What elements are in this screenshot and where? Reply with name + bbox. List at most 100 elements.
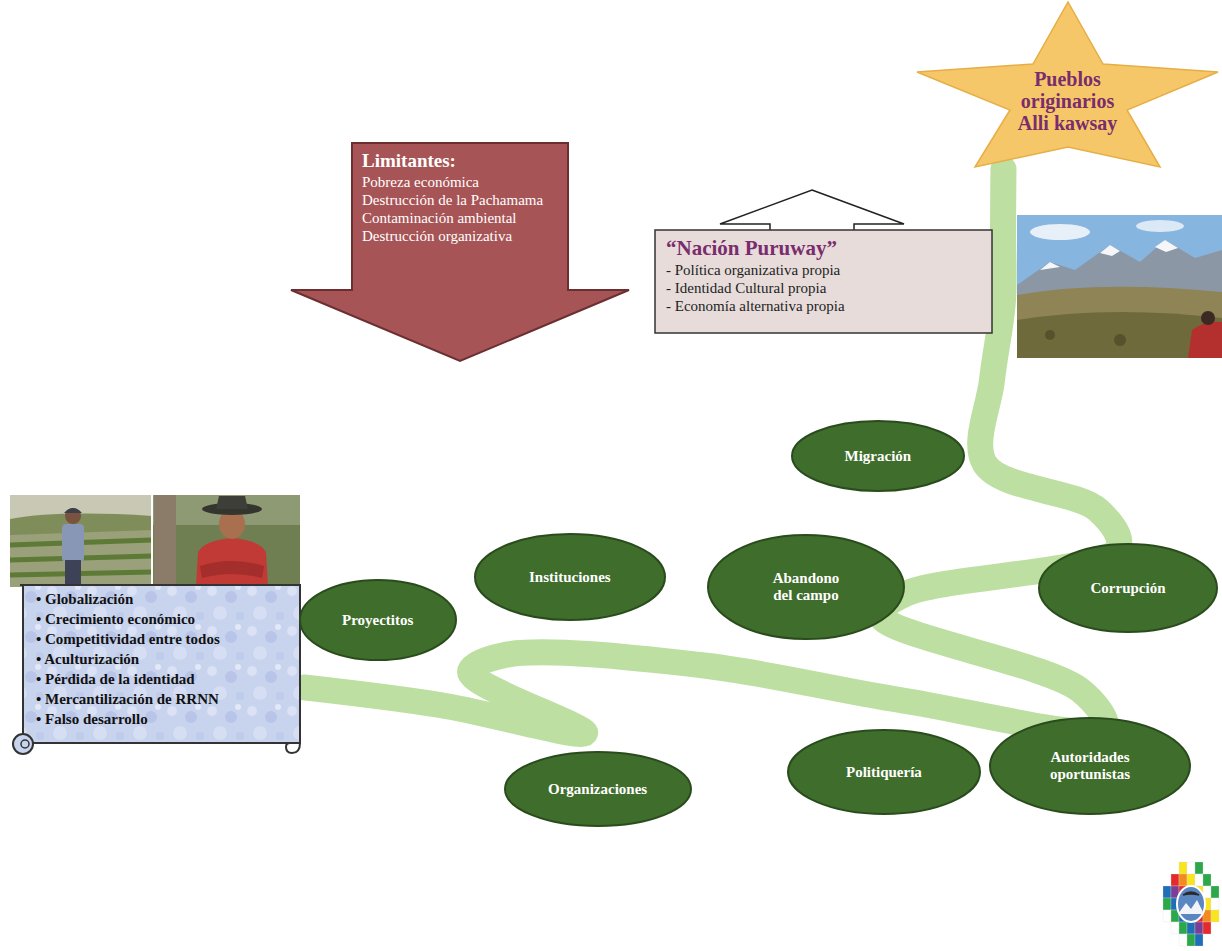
- text-group: Abandono del campo: [766, 570, 846, 604]
- person-poncho: [1188, 322, 1222, 358]
- list-item: Destrucción organizativa: [362, 227, 543, 245]
- person-jacket: [62, 524, 84, 562]
- text-group: • Globalización• Crecimiento económico• …: [36, 589, 220, 729]
- factor-ellipse: Organizaciones: [503, 750, 693, 828]
- text-group: Migración: [845, 448, 912, 465]
- shrub: [1045, 330, 1055, 340]
- bullet-item: • Falso desarrollo: [36, 709, 220, 729]
- grassland: [1017, 287, 1222, 358]
- vision-box-shape: [655, 230, 992, 333]
- ellipse-label: Abandono del campo: [766, 570, 846, 604]
- bullet-item: • Pérdida de la identidad: [36, 669, 220, 689]
- text-group: Limitantes:Pobreza económicaDestrucción …: [362, 149, 543, 245]
- text-group: Proyectitos: [342, 612, 413, 629]
- logo-mountain: [1178, 900, 1204, 914]
- goal-star: Pueblos originarios Alli kawsay: [915, 2, 1220, 169]
- wiphala-cell: [1211, 898, 1219, 910]
- ellipse-shape: [792, 421, 964, 491]
- list-item: Pobreza económica: [362, 173, 543, 191]
- hat-crown: [216, 496, 248, 509]
- text-group: Corrupción: [1091, 580, 1166, 597]
- ellipse-label: Migración: [845, 448, 912, 465]
- ellipse-label: Autoridades oportunistas: [1040, 749, 1140, 783]
- list-item: - Política organizativa propia: [666, 261, 845, 279]
- ellipse-label: Instituciones: [529, 569, 611, 586]
- bullet-item: • Aculturización: [36, 649, 220, 669]
- mountain-photo: [1017, 215, 1222, 358]
- list-item: - Identidad Cultural propia: [666, 279, 845, 297]
- ellipse-label: Proyectitos: [342, 612, 413, 629]
- goal-title: Pueblos originarios Alli kawsay: [1005, 68, 1130, 134]
- photo-divider: [151, 495, 153, 587]
- wiphala-cell: [1163, 898, 1171, 910]
- foreground: [1017, 312, 1222, 358]
- cloud: [1136, 220, 1184, 232]
- bullet-item: • Competitividad entre todos: [36, 629, 220, 649]
- factor-ellipse: Politiquería: [786, 728, 982, 816]
- context-scroll-outline: [6, 583, 304, 757]
- ellipse-label: Organizaciones: [548, 781, 647, 798]
- scroll-curl: [286, 743, 300, 753]
- scroll-curl: [13, 734, 33, 754]
- wiphala-cell: [1179, 874, 1187, 886]
- wiphala-cell: [1211, 910, 1219, 922]
- list-item: Destrucción de la Pachamama: [362, 191, 543, 209]
- text-group: Politiquería: [846, 764, 922, 781]
- snow: [1040, 240, 1178, 270]
- wiphala-cell: [1163, 910, 1171, 922]
- ellipse-label: Politiquería: [846, 764, 922, 781]
- text-group: “Nación Puruway”- Política organizativa …: [666, 236, 845, 315]
- ellipse-shape: [708, 535, 904, 639]
- factor-ellipse: Corrupción: [1037, 542, 1219, 634]
- person-head: [1201, 311, 1215, 325]
- box-heading: “Nación Puruway”: [666, 236, 845, 261]
- factor-ellipse: Instituciones: [473, 532, 667, 622]
- greenery: [152, 495, 300, 587]
- man-shirt: [196, 538, 268, 587]
- wiphala-cell: [1187, 874, 1195, 886]
- wiphala-cell: [1203, 922, 1211, 934]
- ellipse-shape: [1039, 544, 1217, 632]
- text-group: Autoridades oportunistas: [1040, 749, 1140, 783]
- wiphala-cell: [1179, 934, 1187, 946]
- bullet-item: • Globalización: [36, 589, 220, 609]
- ellipse-shape: [475, 534, 665, 620]
- tree-trunk: [154, 495, 176, 587]
- context-scroll: • Globalización• Crecimiento económico• …: [6, 583, 304, 757]
- factor-ellipse: Proyectitos: [298, 578, 458, 662]
- wiphala-cell: [1195, 874, 1203, 886]
- bullet-item: • Crecimiento económico: [36, 609, 220, 629]
- box-heading: Limitantes:: [362, 149, 543, 173]
- ellipse-shape: [300, 580, 456, 660]
- wiphala-cell: [1187, 922, 1195, 934]
- wiphala-cell: [1187, 862, 1195, 874]
- text-group: Instituciones: [529, 569, 611, 586]
- scroll-body: [20, 585, 300, 743]
- wiphala-cell: [1171, 922, 1179, 934]
- sky: [1017, 215, 1222, 358]
- wiphala-cell: [1179, 862, 1187, 874]
- factor-ellipse: Autoridades oportunistas: [988, 716, 1192, 816]
- text-group: Pueblos originarios Alli kawsay: [1005, 68, 1130, 134]
- ellipse-label: Corrupción: [1091, 580, 1166, 597]
- wiphala-cell: [1203, 874, 1211, 886]
- wiphala-cell: [1179, 922, 1187, 934]
- people-photo: [10, 495, 300, 587]
- up-arrow-shape: [720, 190, 904, 231]
- shrub: [1114, 334, 1126, 346]
- wiphala-cell: [1171, 874, 1179, 886]
- wiphala-cell: [1211, 886, 1219, 898]
- wiphala-cell: [1195, 934, 1203, 946]
- ellipse-shape: [505, 752, 691, 826]
- list-item: - Economía alternativa propia: [666, 297, 845, 315]
- factor-ellipse: Abandono del campo: [706, 533, 906, 641]
- text-group: Organizaciones: [548, 781, 647, 798]
- ellipse-shape: [788, 730, 980, 814]
- crossed-arms: [200, 561, 264, 578]
- list-item: Contaminación ambiental: [362, 209, 543, 227]
- down-arrow-shape: [291, 143, 629, 361]
- scroll-curl-inner: [21, 740, 29, 748]
- person-head: [65, 508, 81, 524]
- wiphala-logo: [1163, 862, 1219, 946]
